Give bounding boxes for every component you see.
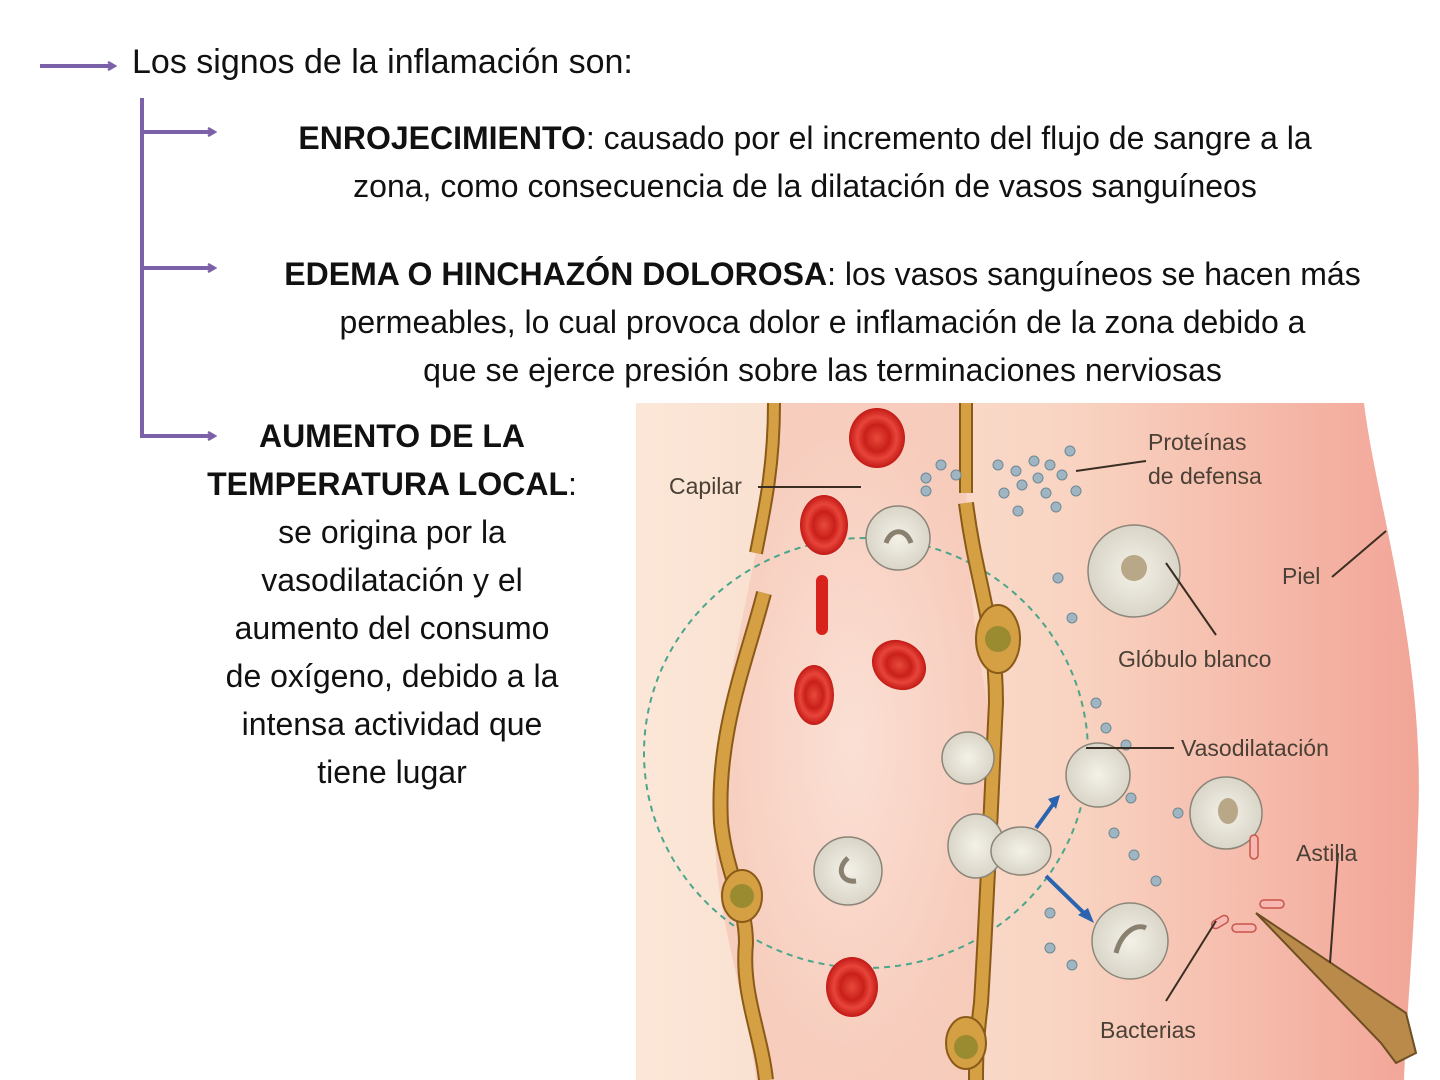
sign-description: intensa actividad que (241, 706, 543, 742)
sign-description: zona, como consecuencia de la dilatación… (353, 168, 1257, 204)
label-proteinas-line1: Proteínas (1148, 429, 1247, 455)
label-astilla: Astilla (1296, 840, 1358, 866)
label-globulo-blanco: Glóbulo blanco (1118, 646, 1272, 672)
sign-edema: EDEMA O HINCHAZÓN DOLOROSA: los vasos sa… (235, 250, 1410, 394)
label-bacterias: Bacterias (1100, 1017, 1196, 1043)
sign-term: ENROJECIMIENTO (298, 120, 586, 156)
label-capilar: Capilar (669, 473, 742, 499)
sign-description: vasodilatación y el (261, 562, 523, 598)
sign-description: aumento del consumo (234, 610, 550, 646)
slide-title: Los signos de la inflamación son: (132, 43, 633, 81)
colon: : (567, 466, 577, 502)
sign-description: permeables, lo cual provoca dolor e infl… (339, 304, 1306, 340)
inflammation-illustration: Capilar Proteínas de defensa Piel Glóbul… (636, 403, 1436, 1080)
sign-term: TEMPERATURA LOCAL (207, 466, 568, 502)
sign-description: que se ejerce presión sobre las terminac… (423, 352, 1222, 388)
label-proteinas-line2: de defensa (1148, 463, 1262, 489)
sign-description: : causado por el incremento del flujo de… (585, 120, 1312, 156)
label-vasodilatacion: Vasodilatación (1181, 735, 1329, 761)
sign-enrojecimiento: ENROJECIMIENTO: causado por el increment… (235, 114, 1375, 210)
label-piel: Piel (1282, 563, 1321, 589)
sign-description: se origina por la (278, 514, 506, 550)
sign-term: AUMENTO DE LA (258, 418, 526, 454)
sign-temperatura: AUMENTO DE LA TEMPERATURA LOCAL: se orig… (192, 412, 592, 796)
sign-description: : los vasos sanguíneos se hacen más (827, 256, 1361, 292)
sign-description: tiene lugar (317, 754, 467, 790)
sign-description: de oxígeno, debido a la (225, 658, 559, 694)
sign-term: EDEMA O HINCHAZÓN DOLOROSA (284, 256, 828, 292)
connector-arrows (40, 0, 240, 460)
